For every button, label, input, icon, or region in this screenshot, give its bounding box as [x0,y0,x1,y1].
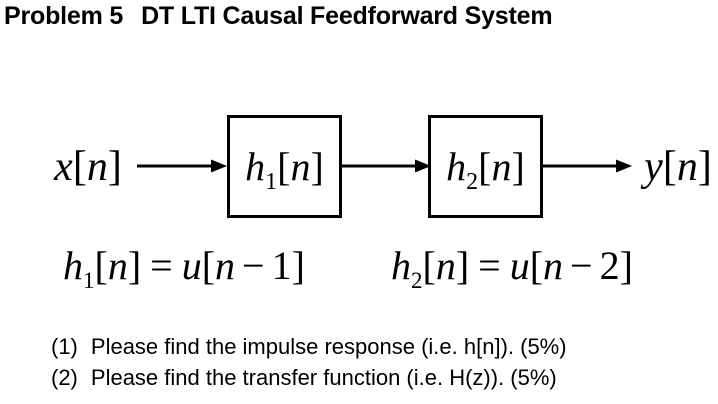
input-var: x [54,144,73,190]
eq2-lhs-close-bracket: ] [455,243,470,288]
eq1-rhs-close-bracket: ] [291,243,305,288]
output-signal-label: y[n] [638,142,718,192]
eq2-rhs-open-bracket: [ [529,243,544,288]
block-h1-arg: n [290,144,311,189]
eq1-rhs-arg: n [215,243,236,288]
block-h1-open-bracket: [ [277,144,291,189]
block-h1-subscript: 1 [265,169,278,195]
eq2-rhs-var: u [509,243,530,288]
input-open-bracket: [ [72,144,87,190]
question-1-number: (1) [51,334,78,359]
eq1-rhs-var: u [181,243,202,288]
output-var: y [644,144,663,190]
eq2-minus-sign: − [570,243,593,288]
question-2-text: Please find the transfer function (i.e. … [90,365,557,390]
block-h1-close-bracket: ] [310,144,324,189]
output-close-bracket: ] [697,144,712,190]
input-arg: n [86,144,108,190]
signal-arrow-icon [137,159,227,173]
title-text: DT LTI Causal Feedforward System [141,2,553,30]
system-block-h1: h1[n] [227,115,342,218]
output-arg: n [676,144,698,190]
equation-h2: h2[n]=u[n−2] [391,240,633,292]
eq1-equals-sign: = [150,243,173,288]
block-h2-var: h [446,144,467,189]
eq2-lhs-arg: n [435,243,456,288]
signal-arrow-icon [542,159,632,173]
block-h1-var: h [245,144,266,189]
question-item-2: (2) Please find the transfer function (i… [51,362,567,393]
eq2-lhs-subscript: 2 [411,268,423,293]
eq1-lhs-subscript: 1 [83,268,95,293]
eq1-rhs-open-bracket: [ [201,243,216,288]
block-h1-label: h1[n] [245,143,324,194]
page-title: Problem 5 DT LTI Causal Feedforward Syste… [4,2,553,31]
title-problem-number: Problem 5 [4,2,124,30]
block-h2-subscript: 2 [466,169,479,195]
eq1-lhs-open-bracket: [ [94,243,108,288]
eq2-rhs-arg: n [543,243,564,288]
input-signal-label: x[n] [38,142,138,192]
eq2-rhs-close-bracket: ] [619,243,633,288]
output-open-bracket: [ [662,144,677,190]
question-2-number: (2) [51,365,78,390]
equation-h1: h1[n]=u[n−1] [63,240,305,292]
eq2-rhs-number: 2 [599,243,620,288]
block-h2-open-bracket: [ [478,144,492,189]
eq2-lhs-open-bracket: [ [422,243,436,288]
eq1-lhs-var: h [63,243,83,288]
input-close-bracket: ] [107,144,122,190]
eq2-equals-sign: = [478,243,501,288]
eq1-rhs-number: 1 [271,243,292,288]
question-list: (1) Please find the impulse response (i.… [51,331,567,393]
signal-arrow-icon [341,159,431,173]
question-item-1: (1) Please find the impulse response (i.… [51,331,567,362]
block-h2-label: h2[n] [446,143,525,194]
question-1-text: Please find the impulse response (i.e. h… [90,334,567,359]
eq1-minus-sign: − [242,243,265,288]
eq1-lhs-arg: n [107,243,128,288]
system-block-h2: h2[n] [428,115,543,218]
block-h2-arg: n [491,144,512,189]
block-h2-close-bracket: ] [511,144,525,189]
eq1-lhs-close-bracket: ] [127,243,142,288]
eq2-lhs-var: h [391,243,411,288]
